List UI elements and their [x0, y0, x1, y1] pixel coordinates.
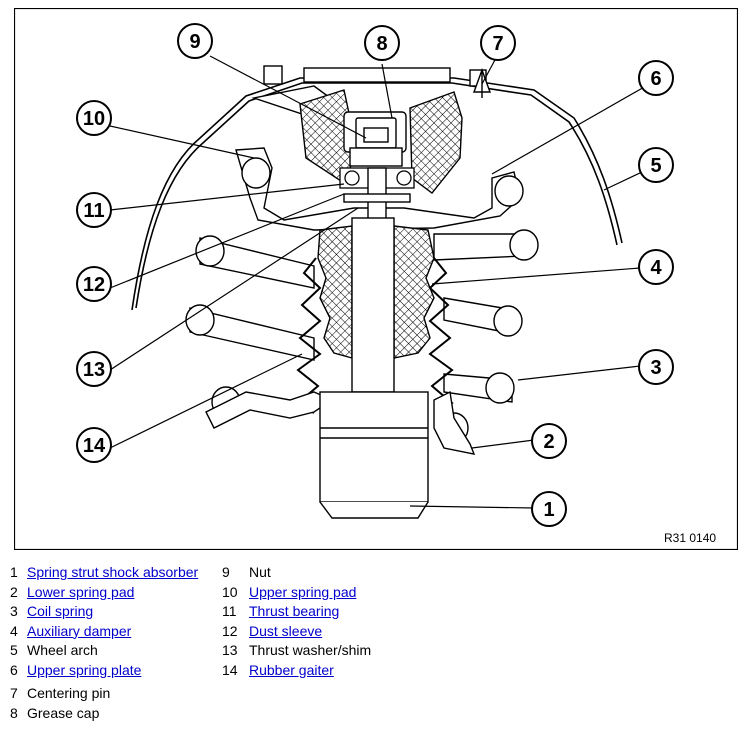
svg-text:1: 1 [543, 499, 554, 521]
legend-item: 5 Wheel arch [10, 641, 198, 661]
callout-10: 10 [76, 100, 112, 136]
svg-text:13: 13 [83, 359, 105, 381]
auxiliary-damper [317, 225, 435, 359]
legend-label: Nut [249, 564, 271, 580]
svg-text:5: 5 [650, 155, 661, 177]
callout-9: 9 [177, 23, 213, 59]
callout-8: 8 [364, 25, 400, 61]
legend-column-2: 9 Nut 10 Upper spring pad 11 Thrust bearing 12… [222, 563, 371, 680]
legend-item: 9 Nut [222, 563, 371, 583]
legend-link[interactable]: Rubber gaiter [249, 661, 334, 678]
legend-number: 4 [10, 622, 18, 639]
leader-lines [109, 55, 647, 509]
legend-column-1: 1 Spring strut shock absorber 2 Lower sprin… [10, 563, 198, 680]
svg-text:4: 4 [650, 257, 662, 279]
legend-item[interactable]: 10 Upper spring pad [222, 583, 371, 603]
callout-11: 11 [76, 192, 112, 228]
callout-1: 1 [531, 491, 567, 527]
legend-item[interactable]: 2 Lower spring pad [10, 583, 198, 603]
grease-cap-and-nut [343, 111, 407, 167]
legend-link[interactable]: Dust sleeve [249, 622, 323, 639]
svg-text:14: 14 [83, 435, 106, 457]
figure-code: R31 0140 [664, 531, 716, 545]
legend-column-3: 7 Centering pin 8 Grease cap [10, 684, 110, 723]
svg-text:2: 2 [543, 431, 554, 453]
legend-label: Centering pin [27, 685, 111, 701]
legend-number: 12 [222, 622, 238, 639]
legend-number: 14 [222, 661, 238, 678]
callouts: 9 8 7 6 5 10 11 12 13 14 4 3 2 1 [76, 23, 674, 527]
legend-number: 6 [10, 661, 18, 678]
legend-number: 7 [10, 685, 18, 701]
shock-absorber-body [319, 391, 429, 519]
legend-number: 13 [222, 642, 238, 658]
legend-number: 9 [222, 564, 230, 580]
legend-item[interactable]: 3 Coil spring [10, 602, 198, 622]
legend-item[interactable]: 6 Upper spring plate [10, 661, 198, 681]
svg-text:9: 9 [189, 31, 200, 53]
callout-5: 5 [638, 147, 674, 183]
legend-number: 2 [10, 583, 18, 600]
coil-spring [185, 157, 539, 444]
legend-label: Wheel arch [27, 642, 98, 658]
svg-text:12: 12 [83, 274, 105, 296]
legend-number: 1 [10, 564, 18, 580]
legend-number: 11 [222, 603, 237, 619]
svg-text:6: 6 [650, 68, 661, 90]
legend-number: 8 [10, 704, 18, 721]
callout-2: 2 [531, 423, 567, 459]
legend-item[interactable]: 12 Dust sleeve [222, 622, 371, 642]
legend-link[interactable]: Coil spring [27, 603, 94, 619]
svg-text:11: 11 [83, 200, 104, 222]
callout-3: 3 [638, 349, 674, 385]
callout-14: 14 [76, 427, 112, 463]
svg-text:8: 8 [376, 33, 387, 55]
legend-item: 8 Grease cap [10, 704, 110, 724]
strut-diagram: 9 8 7 6 5 10 11 12 13 14 4 3 2 1 R31 014… [14, 8, 738, 550]
legend-number: 5 [10, 642, 18, 658]
callout-13: 13 [76, 351, 112, 387]
rubber-gaiter [296, 257, 454, 414]
legend-number: 3 [10, 603, 18, 619]
legend-item: 13 Thrust washer/shim [222, 641, 371, 661]
legend-link[interactable]: Lower spring pad [27, 583, 135, 600]
wheel-arch [131, 77, 623, 311]
callout-12: 12 [76, 266, 112, 302]
piston-rod [343, 167, 411, 393]
svg-text:10: 10 [83, 108, 105, 130]
svg-text:3: 3 [650, 357, 661, 379]
legend-link[interactable]: Upper spring plate [27, 661, 142, 678]
callout-4: 4 [638, 249, 674, 285]
legend-item[interactable]: 11 Thrust bearing [222, 602, 371, 622]
svg-text:7: 7 [492, 33, 503, 55]
legend-link[interactable]: Auxiliary damper [27, 622, 132, 639]
legend-item: 7 Centering pin [10, 684, 110, 704]
legend-link[interactable]: Thrust bearing [249, 603, 340, 619]
legend-label: Thrust washer/shim [249, 642, 372, 658]
legend-item[interactable]: 1 Spring strut shock absorber [10, 563, 198, 583]
legend-label: Grease cap [27, 704, 100, 721]
legend-item[interactable]: 14 Rubber gaiter [222, 661, 371, 681]
legend-number: 10 [222, 583, 238, 600]
callout-7: 7 [480, 25, 516, 61]
legend-link[interactable]: Spring strut shock absorber [27, 564, 199, 580]
callout-6: 6 [638, 60, 674, 96]
legend-link[interactable]: Upper spring pad [249, 583, 357, 600]
legend-item[interactable]: 4 Auxiliary damper [10, 622, 198, 642]
